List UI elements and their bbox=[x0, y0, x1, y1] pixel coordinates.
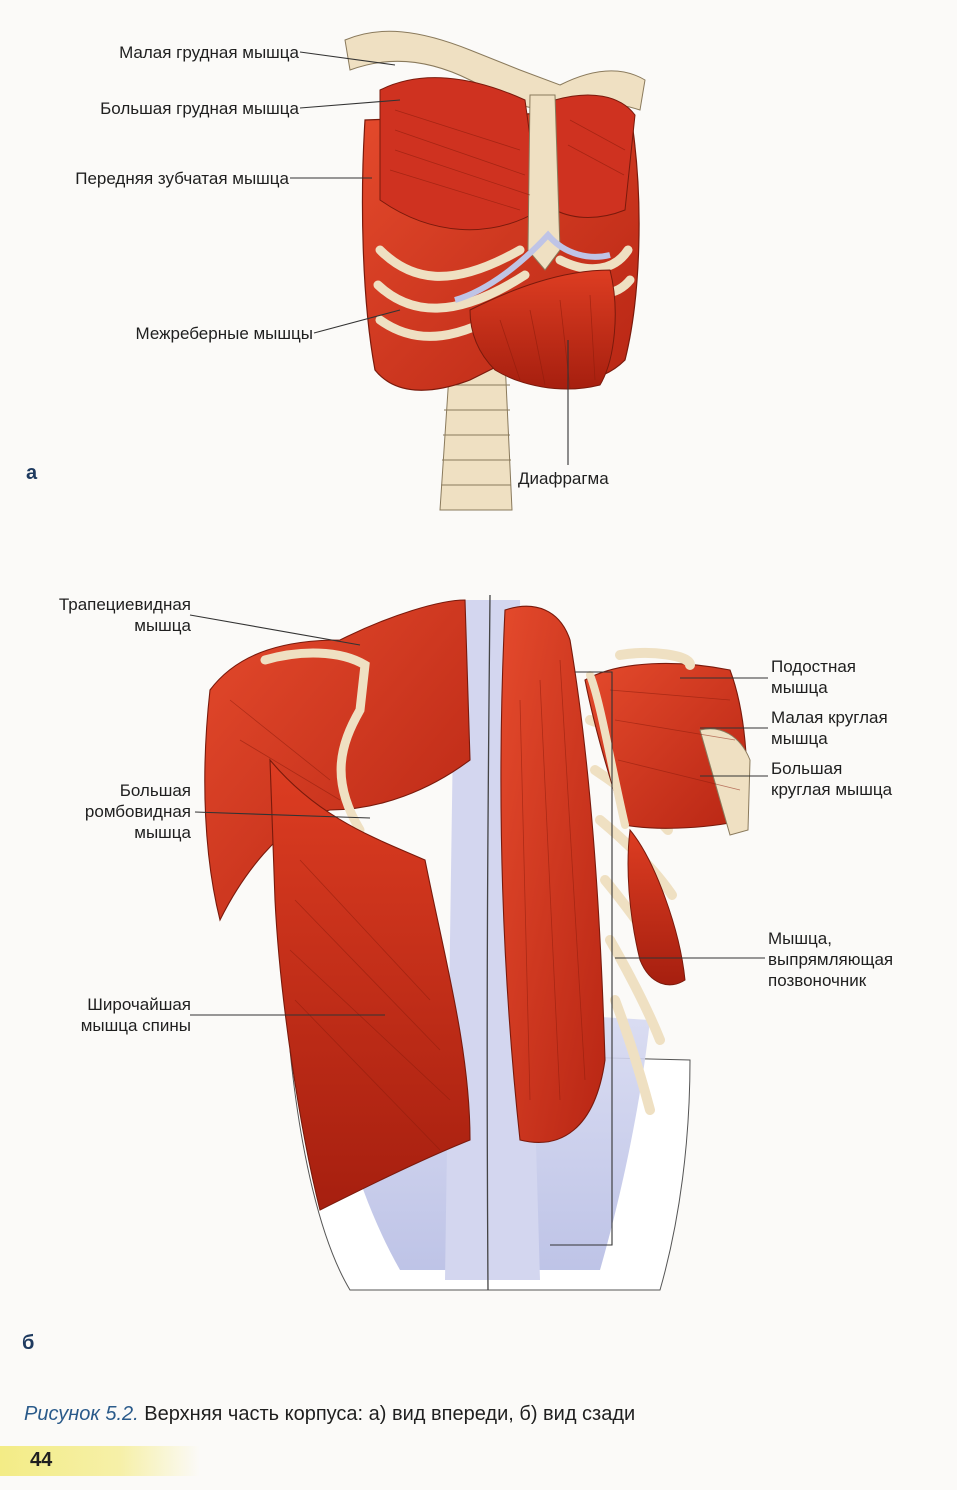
panel-letter-a: а bbox=[26, 462, 38, 484]
label-teres-minor: Малая круглая мышца bbox=[771, 708, 888, 748]
front-leader-lines bbox=[290, 51, 569, 465]
label-erector-spinae: Мышца, выпрямляющая позвоночник bbox=[768, 929, 894, 990]
label-diaphragm: Диафрагма bbox=[518, 469, 609, 488]
panel-letter-b: б bbox=[22, 1332, 35, 1354]
back-leader-lines bbox=[189, 614, 768, 1246]
label-pectoralis-major: Большая грудная мышца bbox=[100, 99, 299, 118]
figure-reference: Рисунок 5.2. bbox=[24, 1403, 139, 1425]
label-latissimus-dorsi: Широчайшая мышца спины bbox=[80, 995, 191, 1035]
label-serratus-anterior: Передняя зубчатая мышца bbox=[75, 169, 289, 188]
label-pectoralis-minor: Малая грудная мышца bbox=[119, 43, 299, 62]
page-number-tab bbox=[0, 1446, 200, 1476]
front-torso-illustration bbox=[344, 30, 646, 511]
label-intercostals: Межреберные мышцы bbox=[135, 324, 313, 343]
label-trapezius: Трапециевидная мышца bbox=[58, 595, 191, 635]
caption-text: Верхняя часть корпуса: а) вид впереди, б… bbox=[144, 1403, 636, 1425]
figure-caption: Рисунок 5.2. Верхняя часть корпуса: а) в… bbox=[24, 1403, 635, 1426]
label-teres-major: Большая круглая мышца bbox=[771, 759, 893, 799]
page-number: 44 bbox=[30, 1449, 53, 1471]
label-infraspinatus: Подостная мышца bbox=[771, 657, 857, 697]
back-torso-illustration bbox=[204, 594, 751, 1291]
label-rhomboid-major: Большая ромбовидная мышца bbox=[84, 781, 191, 842]
